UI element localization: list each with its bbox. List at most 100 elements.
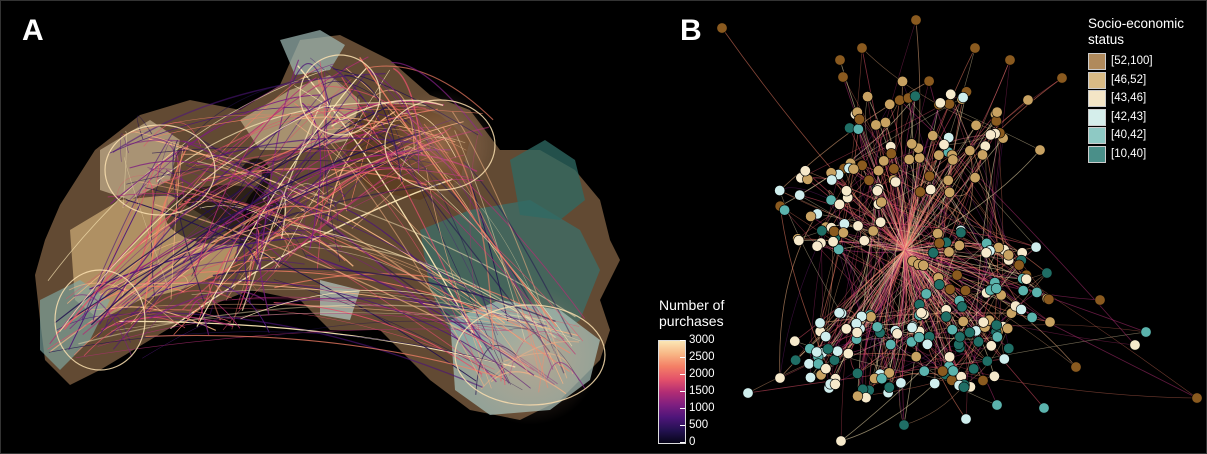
network-node: [925, 184, 937, 196]
network-node: [816, 225, 828, 237]
flow-line: [191, 114, 291, 277]
network-edge: [975, 138, 1004, 331]
network-node: [820, 331, 832, 343]
network-edge: [794, 249, 906, 342]
network-edge: [830, 19, 917, 385]
flow-line: [68, 204, 141, 350]
network-node: [1017, 285, 1029, 297]
network-node: [1022, 94, 1034, 106]
network-node: [985, 340, 997, 352]
network-node: [811, 346, 823, 358]
network-node: [942, 174, 954, 186]
flow-line: [317, 77, 335, 130]
flow-line: [182, 209, 331, 311]
network-edge: [878, 326, 998, 406]
network-node: [804, 371, 816, 383]
network-node: [969, 42, 981, 54]
network-node: [1044, 316, 1056, 328]
flow-line: [151, 282, 270, 333]
flow-line: [85, 303, 525, 328]
network-node: [789, 335, 801, 347]
flow-line: [81, 131, 174, 320]
flow-line: [73, 294, 133, 357]
network-node: [903, 153, 915, 165]
colorbar-tick-mark: [680, 442, 685, 443]
network-edge: [857, 252, 1023, 374]
network-edge: [779, 190, 1077, 368]
network-node: [833, 198, 845, 210]
legend-swatch: [1088, 53, 1106, 70]
network-node: [883, 381, 895, 393]
legend-label: [46,52]: [1111, 73, 1147, 86]
network-edge: [832, 241, 950, 367]
network-node: [876, 373, 888, 385]
network-node: [832, 345, 844, 357]
flow-line: [182, 153, 336, 208]
network-node: [811, 240, 823, 252]
network-node: [834, 54, 846, 66]
network-edge: [904, 154, 983, 251]
flow-line: [145, 334, 503, 379]
network-node: [856, 42, 868, 54]
colorbar-tick-mark: [680, 408, 685, 409]
network-edge: [864, 240, 1009, 261]
network-edge: [843, 168, 961, 338]
legend-swatch: [1088, 90, 1106, 107]
flow-line: [165, 169, 295, 270]
network-node: [1094, 294, 1106, 306]
network-edge: [889, 356, 950, 388]
network-node: [933, 237, 945, 249]
flow-line: [112, 72, 386, 153]
network-node: [820, 363, 832, 375]
network-node: [774, 372, 786, 384]
network-node: [947, 154, 959, 166]
network-edge: [779, 206, 836, 385]
network-node: [790, 354, 802, 366]
network-node: [923, 75, 935, 87]
network-node: [852, 220, 864, 232]
network-node: [1070, 361, 1082, 373]
network-node: [858, 235, 870, 247]
flow-line: [273, 302, 483, 375]
colorbar-tick-label: 2000: [689, 368, 715, 380]
network-node: [933, 149, 945, 161]
flow-line: [120, 133, 129, 162]
flow-line: [90, 132, 419, 326]
network-node: [914, 186, 926, 198]
network-node: [927, 130, 939, 142]
network-node: [968, 363, 980, 375]
network-node: [1041, 267, 1053, 279]
legend-label: [43,46]: [1111, 92, 1147, 104]
network-node: [929, 377, 941, 389]
network-edge: [904, 249, 1022, 310]
flow-line: [120, 134, 319, 300]
network-node: [990, 319, 1002, 331]
network-edge: [904, 104, 940, 251]
flow-line: [262, 113, 362, 243]
flow-line: [123, 157, 170, 291]
flow-line: [125, 139, 302, 193]
flow-line: [142, 316, 228, 359]
network-node: [970, 119, 982, 131]
network-node: [837, 227, 849, 239]
flow-line: [54, 106, 388, 324]
flow-line: [74, 308, 232, 356]
network-edge: [859, 165, 878, 327]
network-node: [852, 390, 864, 402]
colorbar-title: Number of purchases: [659, 297, 729, 329]
network-node: [863, 174, 875, 186]
network-node: [898, 419, 910, 431]
network-edge: [874, 96, 916, 379]
network-node: [923, 170, 935, 182]
network-edge: [799, 194, 963, 308]
network-node: [913, 331, 925, 343]
flow-line: [98, 89, 347, 325]
network-node: [906, 321, 918, 333]
network-edge: [911, 143, 1027, 280]
legend-label: [10,40]: [1111, 147, 1147, 160]
flow-line: [197, 194, 285, 322]
flow-line: [241, 101, 323, 311]
network-node: [840, 185, 852, 197]
flow-line: [48, 331, 504, 365]
network-edge: [1002, 324, 1147, 333]
